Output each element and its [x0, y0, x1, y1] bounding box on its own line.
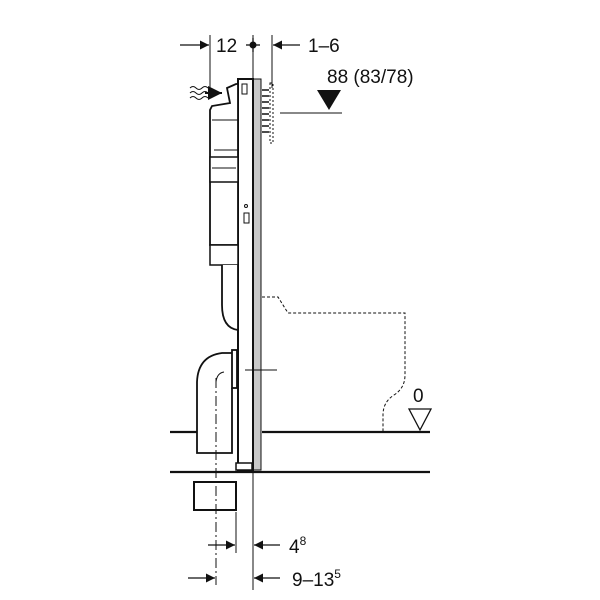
floor-level-icon	[407, 408, 433, 432]
mounting-frame	[235, 78, 262, 471]
height-marker-icon	[317, 90, 341, 110]
top-dimension-arrows	[180, 38, 300, 52]
bottom-dimension-arrows	[188, 540, 280, 583]
ventilation-icon	[189, 86, 222, 100]
dim-12: 12	[216, 36, 237, 57]
dim-9-13-5: 9–135	[292, 567, 341, 591]
dim-1-6: 1–6	[308, 36, 340, 57]
actuator-plate	[262, 82, 274, 144]
toilet-outline	[262, 296, 406, 432]
flush-pipe	[221, 265, 239, 332]
floor-lines	[170, 430, 430, 474]
drain-cap	[193, 481, 237, 511]
dim-4-8: 48	[289, 534, 307, 558]
dim-88: 88 (83/78)	[327, 67, 414, 88]
axis-dot	[249, 41, 257, 49]
cistern	[209, 83, 239, 266]
drain-elbow	[196, 349, 277, 454]
dim-0: 0	[413, 386, 424, 407]
